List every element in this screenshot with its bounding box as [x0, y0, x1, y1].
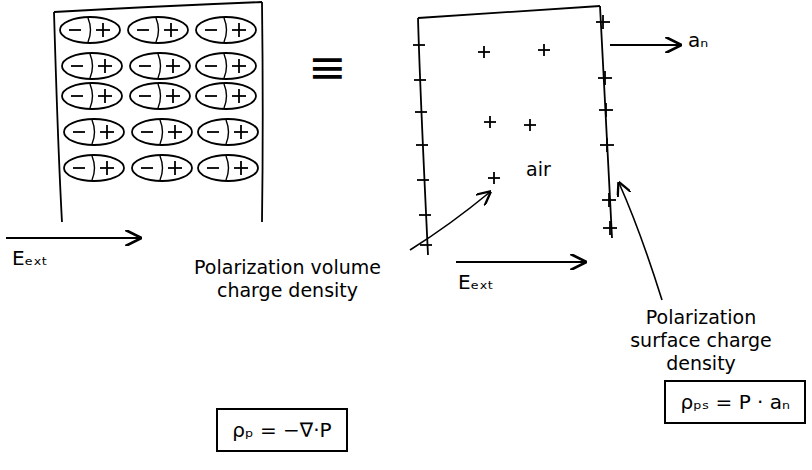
surface-charges [413, 15, 617, 245]
field-arrow [456, 261, 585, 263]
field-label: Eₑₓₜ [458, 270, 494, 294]
equation-text: ρₚ = −∇·P [232, 418, 331, 442]
dielectric-slab [54, 2, 263, 222]
callout-text: Polarization volume charge density [165, 256, 410, 302]
leader-line [619, 183, 662, 300]
dipoles [60, 17, 258, 181]
volume-charges [478, 44, 550, 184]
callout-text: Polarization surface charge density [612, 306, 790, 374]
equation-box: ρₚ = −∇·P [216, 408, 347, 452]
field-label: Eₑₓₜ [12, 246, 48, 270]
leader-line [410, 192, 490, 250]
equation-text: ρₚₛ = P · aₙ [680, 390, 790, 414]
normal-arrow [610, 44, 680, 46]
equation-box: ρₚₛ = P · aₙ [664, 380, 806, 424]
equivalent-region [418, 6, 612, 255]
region-label: air [526, 158, 551, 181]
field-arrow [6, 237, 140, 239]
vector-label: aₙ [688, 28, 708, 52]
equivalence-sign: ≡ [308, 40, 347, 95]
